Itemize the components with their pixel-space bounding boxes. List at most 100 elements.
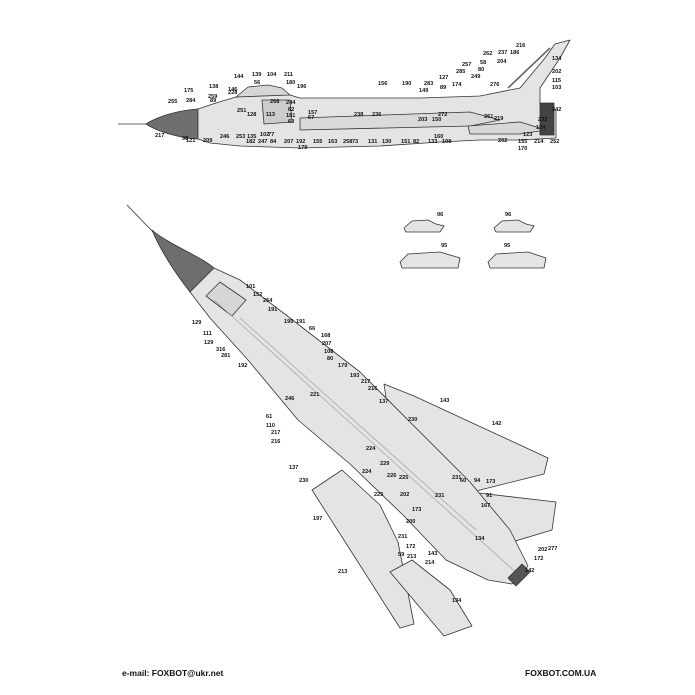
- side-callout-label: 190: [402, 81, 411, 87]
- side-callout-label: 261: [484, 114, 493, 120]
- top-callout-label: 134: [475, 536, 485, 542]
- side-callout-label: 182: [246, 139, 255, 145]
- side-callout-label: 139: [252, 72, 261, 78]
- side-callout-label: 232: [538, 117, 547, 123]
- detail-part-96-right: [493, 219, 535, 233]
- side-callout-label: 84: [270, 139, 277, 145]
- side-callout-label: 80: [478, 67, 484, 73]
- top-callout-label: 142: [525, 568, 534, 574]
- top-callout-label: 80: [327, 356, 333, 362]
- top-callout-label: 152: [253, 292, 262, 298]
- top-callout-label: 168: [321, 333, 330, 339]
- side-callout-label: 151: [401, 139, 410, 145]
- side-callout-label: 204: [497, 59, 507, 65]
- top-callout-label: 143: [428, 551, 437, 557]
- top-callout-label: 197: [313, 516, 322, 522]
- detail-callout-label: 96: [505, 212, 511, 218]
- top-callout-label: 217: [361, 379, 370, 385]
- top-callout-label: 143: [440, 398, 449, 404]
- side-view-aircraft: [118, 39, 571, 149]
- side-callout-label: 196: [297, 84, 306, 90]
- side-callout-label: 89: [210, 98, 216, 104]
- side-callout-label: 207: [284, 139, 293, 145]
- top-intake-line: [239, 317, 477, 531]
- top-callout-label: 193: [350, 373, 359, 379]
- top-callout-label: 137: [379, 399, 388, 405]
- side-callout-label: 150: [432, 117, 441, 123]
- top-nozzles: [507, 563, 531, 587]
- side-callout-label: 268: [270, 99, 279, 105]
- side-callout-label: 249: [471, 74, 480, 80]
- side-callout-label: 179: [298, 145, 307, 151]
- top-callout-label: 231: [452, 475, 461, 481]
- side-callout-label: 144: [234, 74, 244, 80]
- top-callout-label: 134: [452, 598, 462, 604]
- side-callout-label: 156: [378, 81, 387, 87]
- top-callout-label: 216: [271, 439, 280, 445]
- side-callout-label: 128: [247, 112, 256, 118]
- pitot-probe-top: [126, 204, 155, 234]
- top-callout-label: 172: [534, 556, 543, 562]
- side-callout-label: 284: [186, 98, 196, 104]
- top-callout-label: 221: [310, 392, 319, 398]
- detail-part-95-left: [399, 251, 461, 269]
- side-callout-label: 135: [247, 134, 256, 140]
- top-callout-label: 229: [380, 461, 389, 467]
- top-callout-label: 200: [406, 519, 415, 525]
- side-callout-label: 246: [220, 134, 229, 140]
- top-callout-label: 226: [387, 473, 396, 479]
- side-callout-label: 133: [428, 139, 437, 145]
- footer-email: e-mail: FOXBOT@ukr.net: [122, 668, 224, 678]
- side-callout-label: 146: [228, 87, 237, 93]
- side-callout-label: 202: [552, 69, 561, 75]
- side-callout-label: 247: [258, 139, 267, 145]
- side-callout-label: 157: [308, 110, 317, 116]
- side-callout-label: 104: [267, 72, 277, 78]
- top-callout-label: 61: [266, 414, 272, 420]
- side-callout-label: 113: [266, 112, 275, 118]
- top-callout-label: 129: [204, 340, 213, 346]
- side-radome: [145, 108, 199, 140]
- top-callout-label: 108: [324, 349, 333, 355]
- side-callout-label: 186: [510, 50, 519, 56]
- top-callout-label: 213: [338, 569, 347, 575]
- top-callout-label: 202: [538, 547, 547, 553]
- top-callout-label: 246: [285, 396, 294, 402]
- side-callout-label: 283: [424, 81, 433, 87]
- top-callout-label: 207: [322, 341, 331, 347]
- side-callout-label: 285: [456, 69, 465, 75]
- side-callout-label: 127: [439, 75, 448, 81]
- top-callout-label: 173: [486, 479, 495, 485]
- detail-callout-label: 95: [441, 243, 447, 249]
- top-callout-label: 179: [338, 363, 347, 369]
- side-callout-label: 149: [419, 88, 428, 94]
- detail-callout-label: 95: [504, 243, 510, 249]
- side-callout-label: 228: [228, 90, 237, 96]
- side-callout-label: 258: [343, 139, 352, 145]
- top-callout-label: 214: [425, 560, 435, 566]
- side-callout-label: 259: [208, 94, 217, 100]
- side-callout-label: 108: [442, 139, 451, 145]
- top-callout-label: 172: [406, 544, 415, 550]
- side-callout-label: 62: [288, 107, 294, 113]
- top-callout-label: 142: [492, 421, 501, 427]
- top-callout-label: 167: [481, 503, 490, 509]
- top-view-aircraft: [126, 204, 557, 637]
- top-callout-label: 137: [289, 465, 298, 471]
- side-callout-label: 123: [523, 132, 532, 138]
- top-callout-label: 225: [374, 492, 383, 498]
- side-callout-label: 131: [368, 139, 377, 145]
- top-callout-label: 224: [362, 469, 372, 475]
- top-callout-label: 192: [238, 363, 247, 369]
- side-callout-label: 203: [418, 117, 427, 123]
- top-callout-label: 231: [398, 534, 407, 540]
- side-callout-label: 180: [286, 80, 295, 86]
- side-callout-label: 272: [438, 112, 447, 118]
- side-wing-root: [299, 111, 501, 131]
- left-stabilizer: [389, 559, 473, 637]
- side-callout-label: 181: [286, 113, 295, 119]
- top-callout-label: 129: [192, 320, 201, 326]
